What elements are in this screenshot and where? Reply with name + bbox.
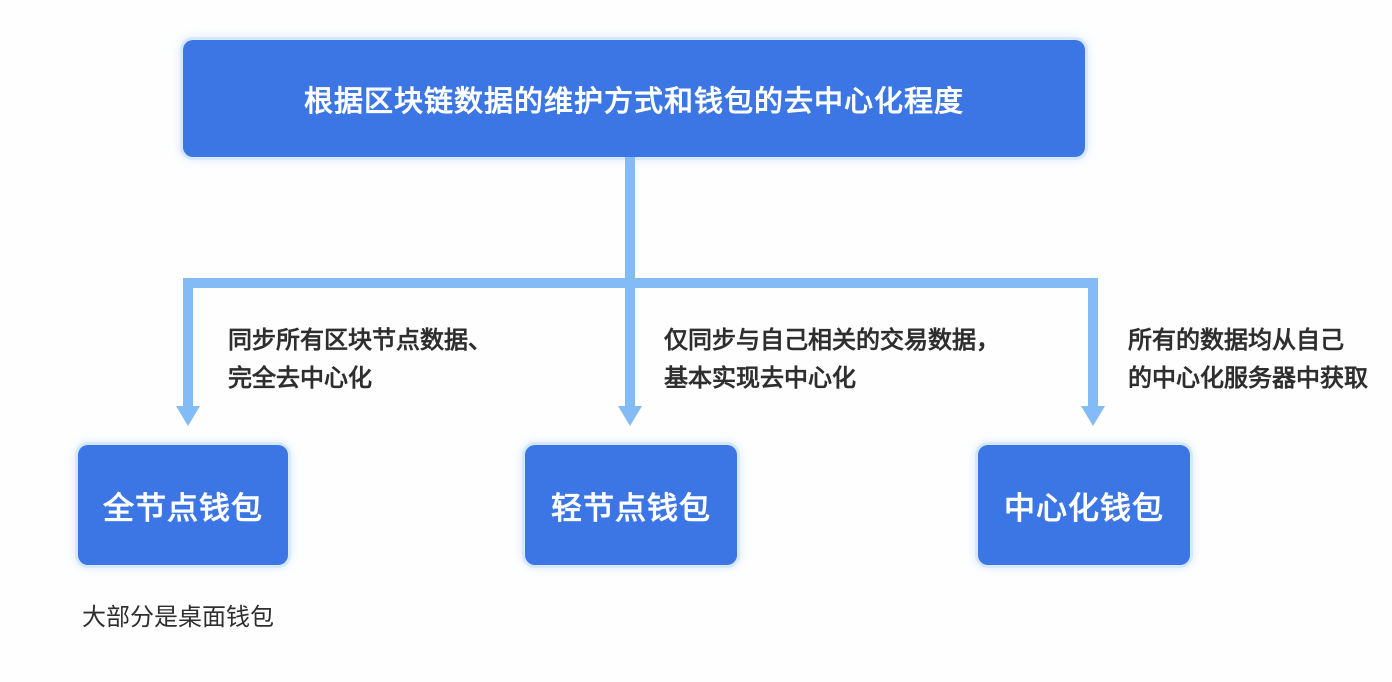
connector-branch-left-line (183, 278, 193, 406)
leaf-node-label: 中心化钱包 (1004, 490, 1164, 526)
connector-horizontal-line (183, 278, 1098, 288)
annotation-line: 仅同步与自己相关的交易数据， (664, 327, 1000, 354)
connector-trunk-line (625, 157, 635, 288)
leaf-node-label: 轻节点钱包 (551, 490, 711, 526)
annotation-line: 完全去中心化 (228, 365, 372, 392)
annotation-line: 的中心化服务器中获取 (1128, 365, 1368, 392)
footnote-text: 大部分是桌面钱包 (82, 604, 274, 631)
arrow-down-icon (176, 406, 200, 426)
branch-annotation-right: 所有的数据均从自己 的中心化服务器中获取 (1128, 322, 1368, 398)
arrow-down-icon (1081, 406, 1105, 426)
root-node: 根据区块链数据的维护方式和钱包的去中心化程度 (183, 40, 1085, 157)
annotation-line: 基本实现去中心化 (664, 365, 856, 392)
leaf-node-label: 全节点钱包 (103, 490, 263, 526)
branch-annotation-center: 仅同步与自己相关的交易数据， 基本实现去中心化 (664, 322, 1000, 398)
annotation-line: 同步所有区块节点数据、 (228, 327, 492, 354)
connector-branch-right-line (1088, 278, 1098, 406)
root-node-label: 根据区块链数据的维护方式和钱包的去中心化程度 (303, 85, 964, 118)
leaf-node-centralized-wallet: 中心化钱包 (978, 445, 1190, 565)
connector-branch-center-line (625, 288, 635, 406)
arrow-down-icon (618, 406, 642, 426)
leaf-node-full-node-wallet: 全节点钱包 (78, 445, 288, 565)
branch-annotation-left: 同步所有区块节点数据、 完全去中心化 (228, 322, 492, 398)
leaf-node-light-node-wallet: 轻节点钱包 (525, 445, 737, 565)
annotation-line: 所有的数据均从自己 (1128, 327, 1344, 354)
